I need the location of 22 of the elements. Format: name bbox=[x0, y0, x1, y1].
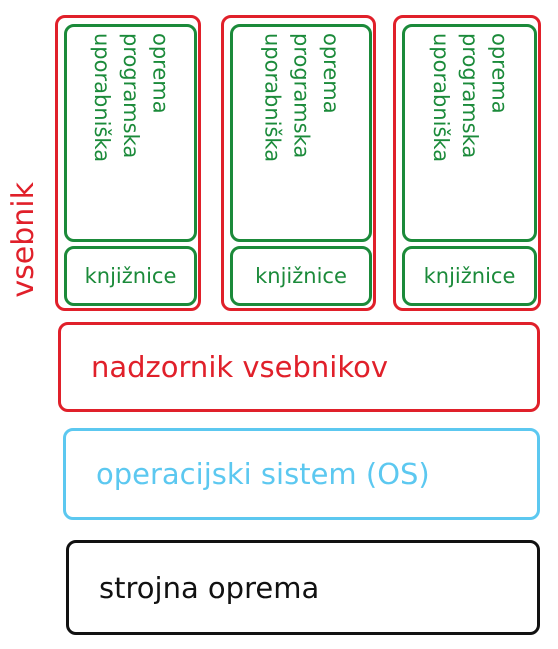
box-label: nadzornik vsebnikov bbox=[91, 350, 388, 384]
vertical-label: uporabniška programska oprema bbox=[259, 33, 344, 164]
container-box bbox=[55, 15, 201, 311]
library-box bbox=[402, 246, 537, 306]
box-label: knjižnice bbox=[255, 264, 347, 288]
layer-box bbox=[66, 540, 540, 635]
side-label: vsebnik bbox=[6, 182, 41, 298]
vertical-label: uporabniška programska oprema bbox=[88, 33, 174, 164]
box-label: operacijski sistem (OS) bbox=[96, 457, 430, 491]
vertical-label: uporabniška programska oprema bbox=[428, 33, 513, 164]
layer-box bbox=[63, 428, 540, 520]
library-box bbox=[230, 246, 372, 306]
box-label: knjižnice bbox=[84, 264, 176, 288]
box-label: knjižnice bbox=[424, 264, 516, 288]
application-box bbox=[64, 24, 197, 242]
layer-box bbox=[58, 322, 540, 412]
library-box bbox=[64, 246, 197, 306]
box-label: strojna oprema bbox=[99, 570, 320, 604]
container-box bbox=[393, 15, 541, 311]
container-box bbox=[221, 15, 376, 311]
application-box bbox=[230, 24, 372, 242]
application-box bbox=[402, 24, 537, 242]
